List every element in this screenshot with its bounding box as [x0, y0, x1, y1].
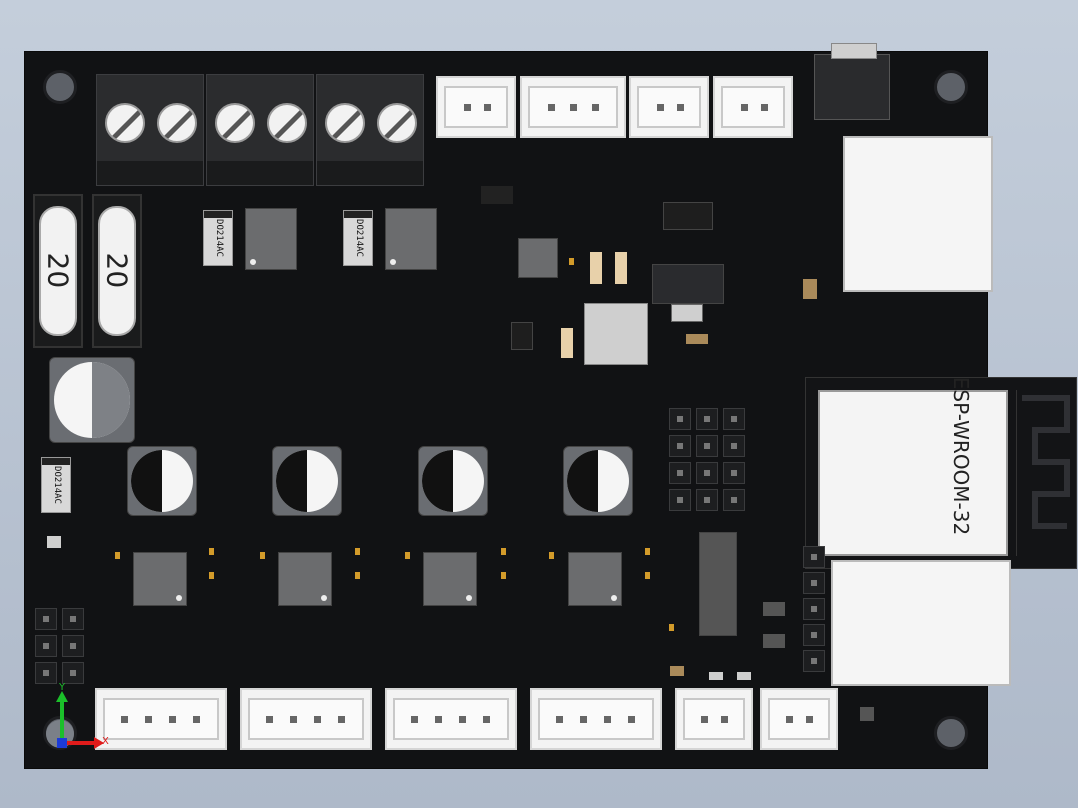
smd-component [860, 707, 874, 721]
pin-header-block-left [35, 608, 89, 688]
driver-chip-2 [278, 552, 332, 606]
screw-icon [105, 103, 145, 143]
axis-triad-icon [46, 691, 104, 749]
screw-terminal-3 [316, 74, 424, 186]
jst-connector-bottom-5 [675, 688, 753, 750]
screw-terminal-2 [206, 74, 314, 186]
diode-label: DO214AC [214, 219, 224, 257]
screw-icon [325, 103, 365, 143]
fuse-2: 20 [92, 194, 142, 348]
jst-connector-bottom-1 [95, 688, 227, 750]
driver-chip-1 [133, 552, 187, 606]
jst-connector-bottom-2 [240, 688, 372, 750]
smd-component [686, 334, 708, 344]
jst-connector-top-3 [629, 76, 709, 138]
pin-header-vertical [801, 546, 827, 672]
tactile-switch [814, 43, 890, 120]
screw-icon [215, 103, 255, 143]
pin-header-block-center [669, 408, 749, 512]
screw-terminal-1 [96, 74, 204, 186]
fuse-rating-label: 20 [41, 252, 75, 289]
smd-pad [405, 552, 410, 559]
diode-3: DO214AC [41, 457, 71, 513]
diode-2: DO214AC [343, 210, 373, 266]
driver-chip-4 [568, 552, 622, 606]
ic-soic [699, 532, 737, 636]
sd-card-slot-bottom [831, 560, 1011, 686]
jst-connector-top-2 [520, 76, 626, 138]
power-regulator [652, 264, 724, 304]
smd-pad [501, 572, 506, 579]
pcb-board[interactable]: 20 20 DO214AC DO214AC DO214AC [25, 43, 1077, 768]
smd-pad [209, 572, 214, 579]
capacitor-3 [418, 446, 488, 516]
smd-pad [355, 572, 360, 579]
smd-component [670, 666, 684, 676]
smd-component [763, 602, 785, 616]
smd-pad [669, 624, 674, 631]
diode-label: DO214AC [354, 219, 364, 257]
mounting-hole-top-left [43, 70, 77, 104]
smd-pad [260, 552, 265, 559]
fuse-1: 20 [33, 194, 83, 348]
ic-small [663, 202, 713, 230]
smd-component [481, 186, 513, 204]
smd-pad [645, 548, 650, 555]
capacitor-1 [127, 446, 197, 516]
smd-component [803, 279, 817, 299]
axis-x-label: X [102, 736, 109, 747]
diode-label: DO214AC [52, 466, 62, 504]
module-shield [818, 390, 1008, 556]
smd-pad [209, 548, 214, 555]
coordinate-axes-triad: Y X [40, 682, 110, 756]
capacitor-4 [563, 446, 633, 516]
screw-icon [377, 103, 417, 143]
electrolytic-capacitor-large [49, 357, 135, 443]
mounting-hole-top-right [934, 70, 968, 104]
ic-sot23 [511, 322, 533, 350]
jst-connector-top-4 [713, 76, 793, 138]
capacitor-2 [272, 446, 342, 516]
smd-component [737, 672, 751, 680]
jst-connector-bottom-4 [530, 688, 662, 750]
driver-chip-3 [423, 552, 477, 606]
smd-resistor [615, 252, 627, 284]
regulator-tab [671, 304, 703, 322]
antenna-trace-icon [1016, 390, 1070, 556]
diode-1: DO214AC [203, 210, 233, 266]
smd-pad [549, 552, 554, 559]
smd-component [709, 672, 723, 680]
smd-component [763, 634, 785, 648]
smd-resistor [590, 252, 602, 284]
smd-resistor [561, 328, 573, 358]
fuse-rating-label: 20 [100, 252, 134, 289]
inductor-square [584, 303, 648, 365]
jst-connector-top-1 [436, 76, 516, 138]
module-label: ESP-WROOM-32 [949, 376, 974, 536]
smd-component [47, 536, 61, 548]
smd-pad [355, 548, 360, 555]
screw-icon [157, 103, 197, 143]
screw-icon [267, 103, 307, 143]
inductor-2 [385, 208, 437, 270]
smd-pad [115, 552, 120, 559]
jst-connector-bottom-6 [760, 688, 838, 750]
sd-card-slot-top [843, 136, 993, 292]
jst-connector-bottom-3 [385, 688, 517, 750]
smd-pad [569, 258, 574, 265]
smd-pad [645, 572, 650, 579]
mounting-hole-bottom-right [934, 716, 968, 750]
regulator-chip [518, 238, 558, 278]
axis-y-label: Y [59, 682, 66, 693]
esp32-module: ESP-WROOM-32 [805, 377, 1077, 569]
inductor-1 [245, 208, 297, 270]
smd-pad [501, 548, 506, 555]
